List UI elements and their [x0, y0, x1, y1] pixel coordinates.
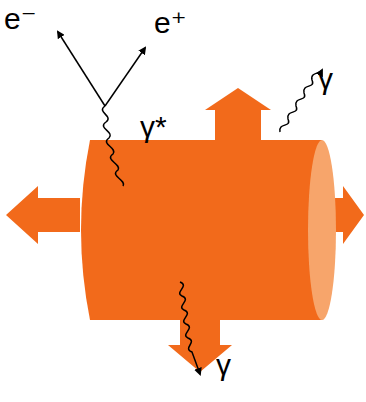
photon-label: γ — [216, 350, 231, 380]
particle-label: e⁺ — [154, 8, 187, 38]
photon-lines — [58, 32, 322, 374]
photon-label: γ* — [140, 112, 167, 142]
cylinder — [81, 140, 336, 320]
photon-label: γ — [318, 64, 333, 94]
particle-label: e⁻ — [4, 4, 37, 34]
expansion-arrows — [6, 88, 364, 372]
